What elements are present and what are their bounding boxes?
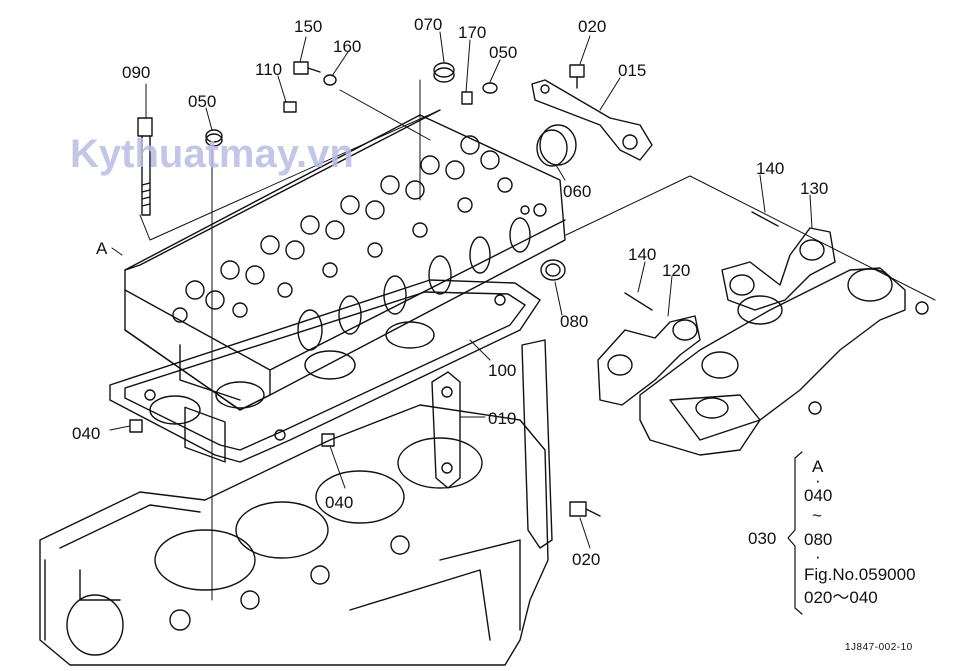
label-100: 100 xyxy=(488,361,517,380)
note-line-4: ~ xyxy=(812,506,822,525)
label-060: 060 xyxy=(563,182,592,201)
head-bolt xyxy=(137,117,153,216)
label-110: 110 xyxy=(255,60,283,79)
note-line-1: A xyxy=(812,457,824,476)
exhaust-manifold xyxy=(639,267,929,456)
cylinder-head xyxy=(124,109,566,463)
label-020-top: 020 xyxy=(578,17,607,36)
engine-block xyxy=(39,404,549,666)
note-line-7: Fig.No.059000 xyxy=(804,565,916,584)
hanger-plate-front xyxy=(431,339,601,549)
manifold-gasket-front xyxy=(597,292,701,406)
label-070: 070 xyxy=(414,15,443,34)
label-140-top: 140 xyxy=(756,159,785,178)
note-line-8: 020～040 xyxy=(804,588,878,607)
label-050-left: 050 xyxy=(188,92,217,111)
label-030: 030 xyxy=(748,529,777,548)
label-010: 010 xyxy=(488,409,517,428)
label-040-left: 040 xyxy=(72,424,101,443)
label-150: 150 xyxy=(294,17,323,36)
hanger-plate-rear xyxy=(531,64,653,161)
label-130: 130 xyxy=(800,179,829,198)
label-170: 170 xyxy=(458,23,487,42)
leader-lines xyxy=(109,31,936,601)
note-line-5: 080 xyxy=(804,530,833,549)
manifold-gasket-rear xyxy=(721,211,836,311)
note-bracket xyxy=(787,451,803,615)
note-line-6: · xyxy=(815,547,821,566)
watermark-text: Kythuatmay.vn xyxy=(70,132,354,176)
label-140-mid: 140 xyxy=(628,245,657,264)
label-050-top: 050 xyxy=(489,43,518,62)
bush xyxy=(540,259,566,281)
label-015: 015 xyxy=(618,61,647,80)
label-080: 080 xyxy=(560,312,589,331)
note-line-3: 040 xyxy=(804,486,833,505)
top-small-parts xyxy=(205,61,498,147)
label-090: 090 xyxy=(122,63,151,82)
label-040-mid: 040 xyxy=(325,493,354,512)
label-020-bottom: 020 xyxy=(572,550,601,569)
drawing-code: 1J847-002-10 xyxy=(845,642,913,653)
plug xyxy=(536,124,577,167)
label-120: 120 xyxy=(662,261,691,280)
label-a: A xyxy=(96,239,108,258)
head-gasket xyxy=(109,279,541,463)
note-line-2: · xyxy=(815,471,821,490)
label-160: 160 xyxy=(333,37,362,56)
